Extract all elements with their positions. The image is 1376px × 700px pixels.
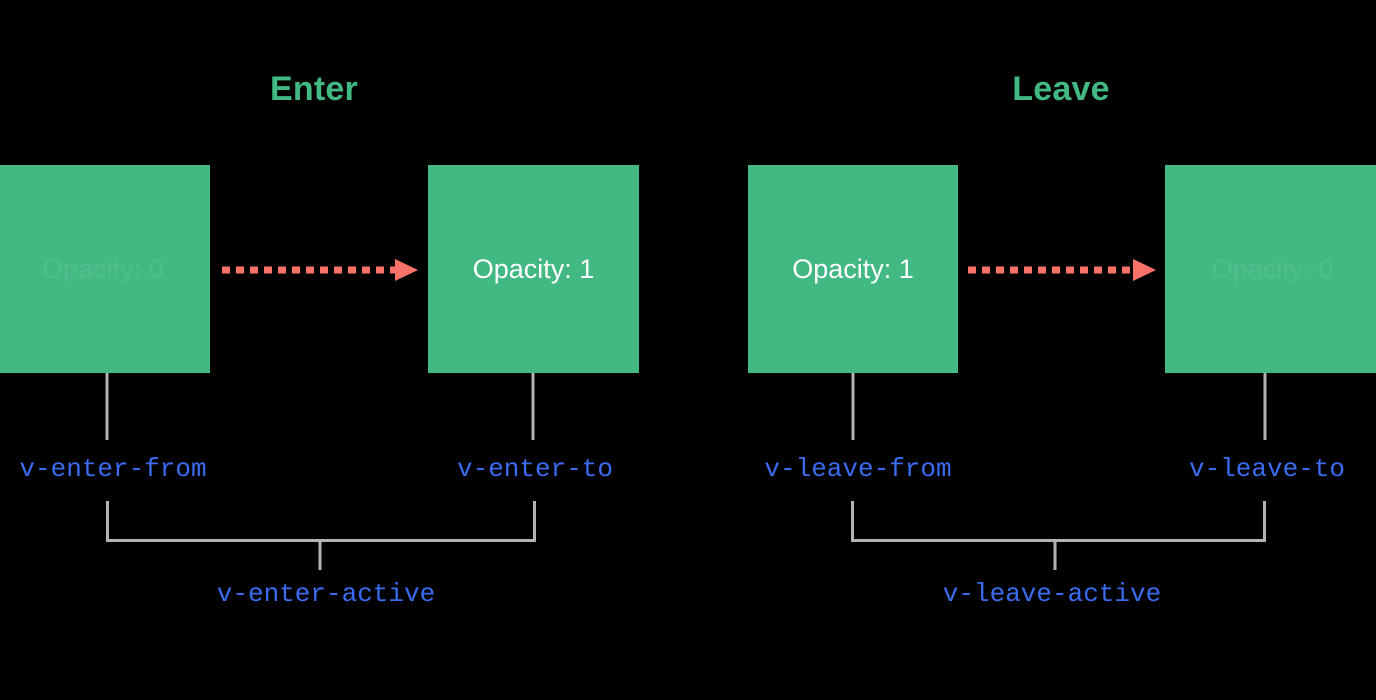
enter-arrow-head xyxy=(395,259,418,281)
active-bracket-stem-leave xyxy=(1053,539,1057,570)
class-label-v-enter-to: v-enter-to xyxy=(456,454,614,484)
active-bracket-stem-enter xyxy=(318,539,322,570)
enter-arrow-shaft xyxy=(222,266,397,274)
class-label-v-leave-active: v-leave-active xyxy=(942,579,1162,609)
connector-stem-leave-to xyxy=(1263,373,1267,440)
class-label-v-enter-from: v-enter-from xyxy=(19,454,207,484)
state-box-leave-from-label: Opacity: 1 xyxy=(792,253,914,284)
connector-stem-leave-from xyxy=(851,373,855,440)
connector-stem-enter-to xyxy=(531,373,535,440)
active-bracket-enter xyxy=(106,501,536,542)
class-label-v-enter-active: v-enter-active xyxy=(216,579,436,609)
class-label-v-leave-to: v-leave-to xyxy=(1188,454,1346,484)
state-box-leave-to: Opacity: 0 xyxy=(1165,165,1376,373)
state-box-leave-to-label: Opacity: 0 xyxy=(1211,253,1334,284)
state-box-enter-from: Opacity: 0 xyxy=(0,165,210,373)
connector-stem-enter-from xyxy=(105,373,109,440)
state-box-enter-to: Opacity: 1 xyxy=(428,165,639,373)
section-title-enter: Enter xyxy=(270,70,358,108)
leave-arrow-shaft xyxy=(968,266,1135,274)
leave-arrow-head xyxy=(1133,259,1156,281)
enter-transition-arrow xyxy=(222,259,418,281)
state-box-leave-from: Opacity: 1 xyxy=(748,165,958,373)
section-title-leave: Leave xyxy=(1012,70,1110,108)
active-bracket-leave xyxy=(851,501,1266,542)
state-box-enter-from-label: Opacity: 0 xyxy=(42,253,164,284)
state-box-enter-to-label: Opacity: 1 xyxy=(472,253,595,284)
class-label-v-leave-from: v-leave-from xyxy=(764,454,952,484)
leave-transition-arrow xyxy=(968,259,1156,281)
